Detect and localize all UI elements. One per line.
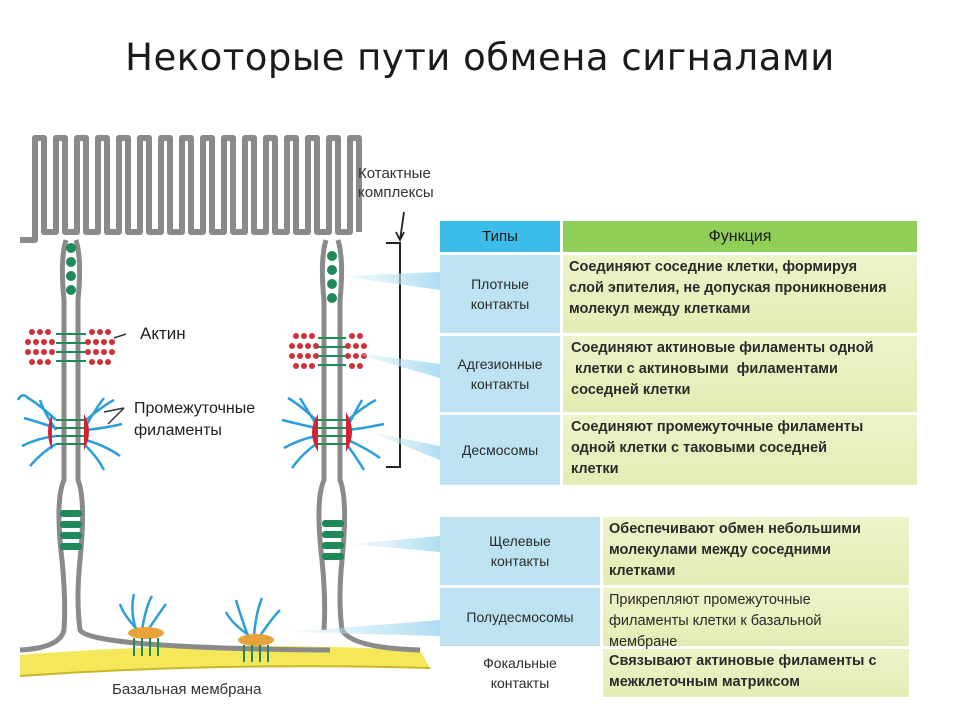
function-cell-adherens: Соединяют актиновые филаменты одной клет…: [563, 336, 917, 412]
function-cell-gap: Обеспечивают обмен небольшими молекулами…: [603, 517, 909, 585]
pointer-hemidesmosome: [290, 620, 440, 636]
page-title: Некоторые пути обмена сигналами: [125, 36, 835, 79]
adherens-junction-left-lines: [56, 333, 86, 362]
filaments-leader: [103, 407, 125, 425]
type-cell-gap: Щелевые контакты: [440, 517, 600, 585]
hemidesmosome-right: [224, 597, 281, 662]
type-cell-adherens: Адгезионные контакты: [440, 336, 560, 412]
type-cell-tight: Плотные контакты: [440, 255, 560, 333]
type-cell-focal: Фокальные контакты: [440, 649, 600, 697]
desmosome-left: [16, 394, 123, 471]
basal-membrane-edge: [19, 665, 431, 677]
pointer-adherens: [350, 352, 440, 378]
hemidesmosome-left: [118, 593, 168, 656]
actin-leader: [113, 333, 127, 339]
basal-membrane: [20, 646, 430, 676]
apical-membrane-microvilli: [20, 135, 362, 243]
type-cell-hemidesmosomes: Полудесмосомы: [440, 588, 600, 646]
intermediate-filaments-label: Промежуточные филаменты: [134, 400, 256, 439]
gap-junction-left: [60, 510, 82, 550]
function-cell-hemidesmosomes: Прикрепляют промежуточные филаменты клет…: [603, 588, 909, 650]
lateral-membrane-right-a: [316, 239, 329, 631]
header-types: Типы: [440, 221, 560, 252]
function-cell-desmosomes: Соединяют промежуточные филаменты одной …: [563, 415, 917, 485]
lateral-membrane-left-a: [19, 239, 69, 653]
tight-junction-left: [66, 243, 76, 295]
function-cell-focal: Связывают актиновые филаменты с межклето…: [603, 649, 909, 697]
header-function: Функция: [563, 221, 917, 252]
lateral-membrane-right-b: [335, 239, 421, 653]
pointer-desmosome: [370, 432, 440, 460]
actin-cluster-left: [25, 329, 115, 365]
type-cell-desmosomes: Десмосомы: [440, 415, 560, 485]
adherens-junction-right-lines: [318, 337, 346, 366]
contact-complexes-label: Котактные комплексы: [358, 165, 434, 201]
gap-junction-right: [322, 520, 344, 560]
function-cell-tight: Соединяют соседние клетки, формируя слой…: [563, 255, 917, 333]
basal-membrane-label: Базальная мембрана: [112, 681, 262, 698]
contact-complex-arrow: [395, 211, 405, 243]
desmosome-right: [281, 396, 385, 471]
tight-junction-right: [327, 251, 337, 303]
contact-complex-bracket: [386, 242, 401, 468]
pointer-tight: [340, 272, 440, 290]
pointer-gap: [350, 536, 440, 552]
actin-label: Актин: [140, 324, 186, 343]
